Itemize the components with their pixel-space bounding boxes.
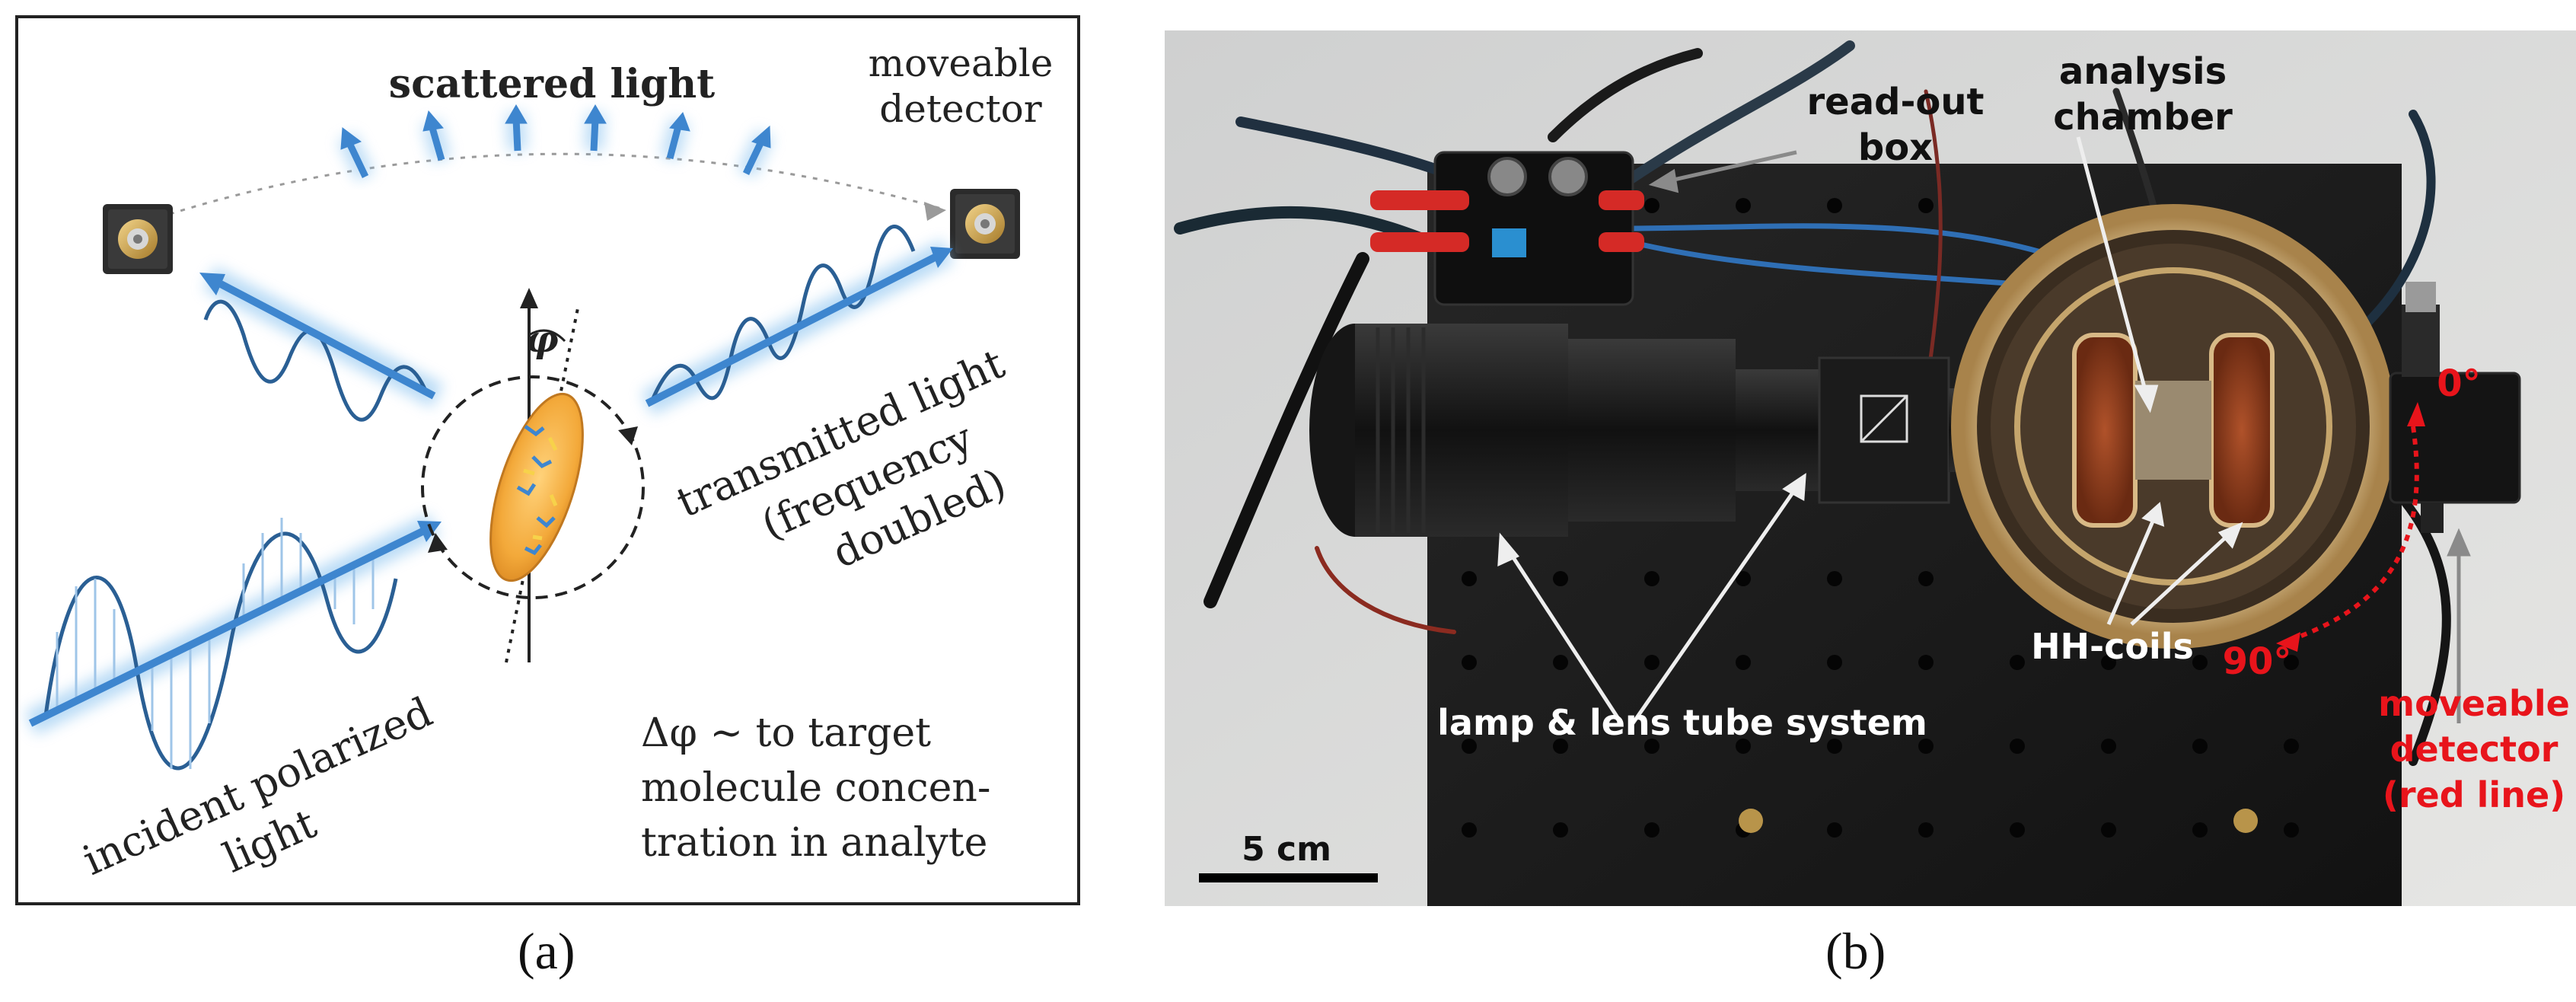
label-moveable: moveable bbox=[869, 41, 1054, 85]
label-hh-coils: HH-coils bbox=[2031, 626, 2194, 667]
moveable-detector-box bbox=[2389, 282, 2521, 533]
brass-screw-1 bbox=[1739, 809, 1763, 833]
rotation-circle bbox=[421, 375, 645, 599]
arc-arrowhead-right bbox=[924, 202, 946, 221]
red-arrowhead-top bbox=[2407, 402, 2425, 426]
panel-b: read-out box analysis chamber 0° 90° HH-… bbox=[1165, 0, 2576, 999]
label-scale: 5 cm bbox=[1242, 830, 1331, 869]
label-scattered-light: scattered light bbox=[389, 61, 715, 107]
detector-left-icon bbox=[103, 204, 173, 274]
label-moveable-red: moveable bbox=[2378, 683, 2570, 724]
label-zero-deg: 0° bbox=[2437, 362, 2480, 405]
label-analysis: analysis bbox=[2059, 50, 2227, 93]
label-box: box bbox=[1858, 126, 1933, 169]
polarimetry-diagram: scattered light moveable detector φ tran… bbox=[15, 15, 1080, 905]
label-readout: read-out bbox=[1807, 81, 1985, 123]
detector-right-icon bbox=[950, 189, 1020, 259]
phi-arc bbox=[528, 329, 566, 343]
label-ninety-deg: 90° bbox=[2223, 640, 2292, 683]
setup-photo: read-out box analysis chamber 0° 90° HH-… bbox=[1165, 30, 2576, 906]
scattered-arrows bbox=[337, 104, 774, 181]
label-analyte: tration in analyte bbox=[641, 820, 987, 866]
analysis-chamber bbox=[1951, 204, 2396, 649]
gray-arrows bbox=[1648, 150, 2471, 723]
readout-box bbox=[1370, 151, 1644, 306]
label-chamber: chamber bbox=[2053, 96, 2233, 139]
axis-arrowhead bbox=[520, 288, 538, 308]
brass-screw-2 bbox=[2233, 809, 2258, 833]
label-lamp-lens: lamp & lens tube system bbox=[1437, 702, 1927, 743]
label-delta-phi: Δφ ~ to target bbox=[641, 710, 931, 756]
caption-b: (b) bbox=[1825, 922, 1886, 980]
breadboard-holes bbox=[1462, 198, 2299, 838]
label-detector-red: detector bbox=[2390, 729, 2558, 770]
detector-rotation-arc bbox=[2290, 426, 2419, 642]
pointer-arrows bbox=[1497, 136, 2243, 725]
caption-a: (a) bbox=[518, 922, 575, 980]
scale-bar bbox=[1199, 873, 1378, 882]
lamp-lens-tube bbox=[1309, 324, 2032, 537]
label-molecule: molecule concen- bbox=[641, 765, 990, 811]
scattered-wave bbox=[199, 273, 436, 422]
sample-disc bbox=[489, 392, 584, 582]
label-phi: φ bbox=[525, 318, 558, 361]
red-arrowhead-bottom bbox=[2276, 632, 2300, 652]
circle-arrowhead-right bbox=[618, 426, 638, 445]
label-red-line: (red line) bbox=[2383, 774, 2565, 815]
panel-a: scattered light moveable detector φ tran… bbox=[0, 0, 1096, 999]
transmitted-wave bbox=[645, 225, 953, 407]
incident-wave bbox=[28, 518, 442, 771]
label-detector: detector bbox=[879, 87, 1041, 131]
circle-arrowhead-left bbox=[428, 533, 448, 553]
rotated-axis bbox=[505, 304, 580, 663]
